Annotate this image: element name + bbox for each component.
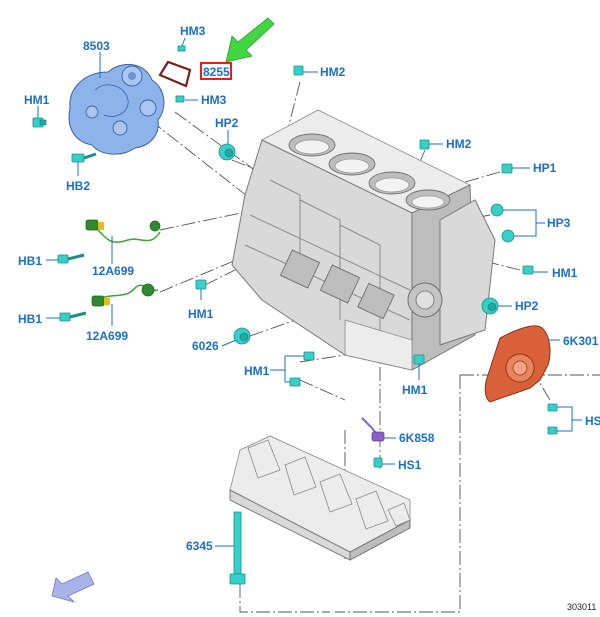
label-hm3-mid: HM3 xyxy=(201,93,227,107)
label-6345: 6345 xyxy=(186,539,213,553)
label-8503: 8503 xyxy=(83,39,110,53)
leader-lines xyxy=(37,37,582,547)
figure-reference-number: 303011 xyxy=(567,602,596,612)
green-arrow-icon xyxy=(225,17,275,63)
label-hm2-top: HM2 xyxy=(320,65,346,79)
label-hs1: HS1 xyxy=(398,458,422,472)
label-hm1-right: HM1 xyxy=(552,266,578,280)
label-hm2-right: HM2 xyxy=(446,137,472,151)
callout-labels: 8503 HM3 8255 HM1 HM3 HB2 HM2 HP2 HM2 HP… xyxy=(18,24,600,612)
label-hm1-center: HM1 xyxy=(188,307,214,321)
bearing-beam xyxy=(229,435,411,561)
label-hs-right: HS xyxy=(585,414,600,428)
label-hm3-top: HM3 xyxy=(180,24,206,38)
fasteners xyxy=(32,45,558,585)
label-12a699-upper: 12A699 xyxy=(92,264,134,278)
label-hb1-upper: HB1 xyxy=(18,254,42,268)
label-12a699-lower: 12A699 xyxy=(86,329,128,343)
label-8255: 8255 xyxy=(203,65,230,79)
label-hb1-lower: HB1 xyxy=(18,312,42,326)
harness-upper xyxy=(85,219,161,243)
front-direction-arrow-icon xyxy=(51,571,95,603)
sensor-6k858 xyxy=(361,417,385,442)
label-hm1-lowleft: HM1 xyxy=(244,364,270,378)
label-hp2-right: HP2 xyxy=(515,299,539,313)
label-hp3: HP3 xyxy=(547,216,571,230)
label-hm1-pump: HM1 xyxy=(24,93,50,107)
highlight-box xyxy=(200,62,232,80)
label-6k301: 6K301 xyxy=(563,334,599,348)
engine-block xyxy=(231,109,496,371)
label-hb2: HB2 xyxy=(66,179,90,193)
water-pump xyxy=(68,64,165,155)
label-hp1: HP1 xyxy=(533,161,557,175)
harness-lower xyxy=(91,283,159,307)
label-hm1-lowright: HM1 xyxy=(402,383,428,397)
water-pump-gasket xyxy=(158,60,192,88)
label-6026: 6026 xyxy=(192,339,219,353)
label-6k858: 6K858 xyxy=(399,431,435,445)
label-hp2-top: HP2 xyxy=(215,116,239,130)
